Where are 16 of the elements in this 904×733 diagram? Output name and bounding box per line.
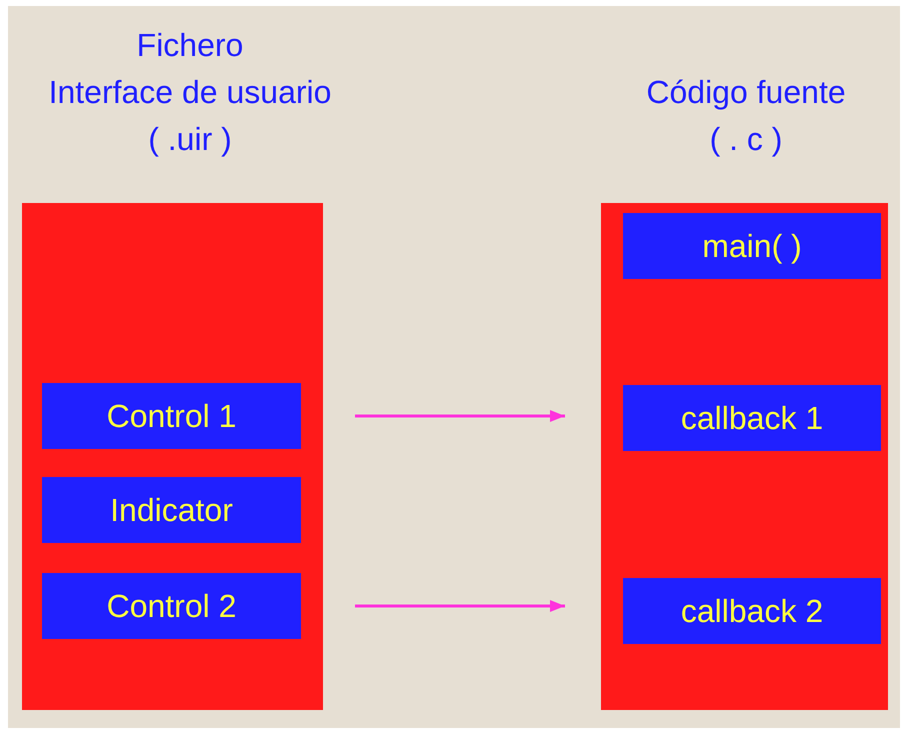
code-block xyxy=(623,385,881,451)
arrow xyxy=(355,600,565,612)
block-label: main( ) xyxy=(702,228,802,264)
panel-heading: Fichero Interface de usuario ( .uir ) xyxy=(48,26,332,159)
code-block xyxy=(42,477,301,543)
block-label: Indicator xyxy=(110,492,233,528)
code-block xyxy=(623,213,881,279)
code-block xyxy=(42,573,301,639)
code-block xyxy=(42,383,301,449)
arrow xyxy=(355,410,565,422)
panel-heading: Código fuente ( . c ) xyxy=(645,73,847,159)
block-label: callback 2 xyxy=(680,592,824,630)
code-block xyxy=(623,578,881,644)
block-label: Control 2 xyxy=(106,588,236,624)
block-label: callback 1 xyxy=(680,400,824,436)
block-label: Control 1 xyxy=(106,398,236,434)
